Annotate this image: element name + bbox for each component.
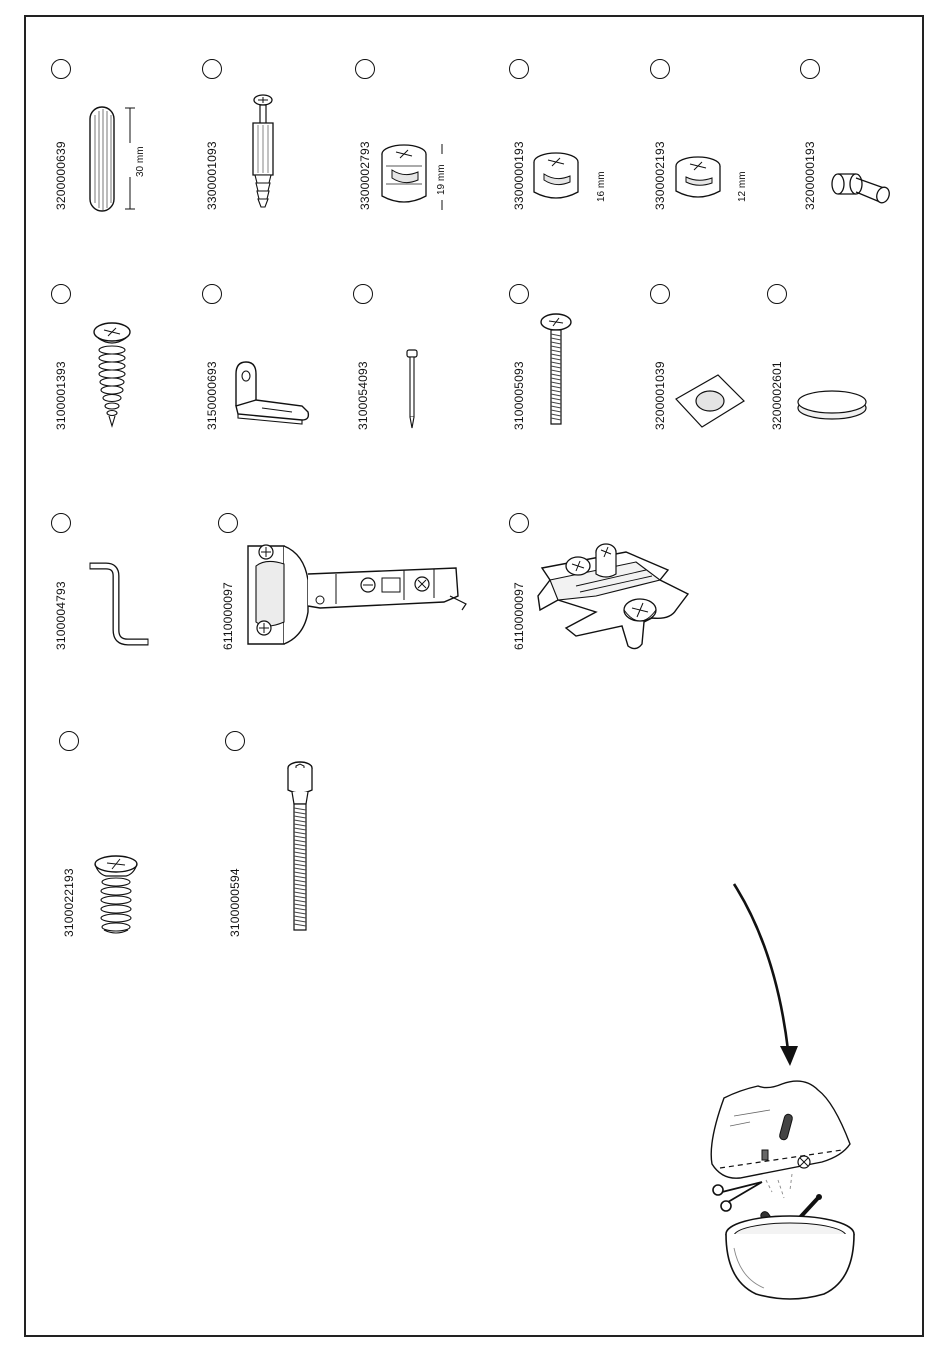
part-code: 3100001393 [55,361,67,430]
part-code: 3200002601 [771,361,783,430]
checkbox-3300000193[interactable] [509,59,529,79]
checkbox-3100001393[interactable] [51,284,71,304]
part-code: 3300002193 [654,141,666,210]
cabinet-hinge-icon [244,540,472,650]
cam-lock-icon [530,150,600,206]
part-code: 6110000097 [513,582,525,650]
checkbox-3100054093[interactable] [353,284,373,304]
adhesive-pad-icon [674,373,746,429]
part-code: 3150000693 [206,361,218,430]
checkbox-3100022193[interactable] [59,731,79,751]
euro-screw-icon [92,854,140,936]
part-code: 6110000097 [222,582,234,650]
dimension-label: 30 mm [136,146,146,177]
felt-pad-icon [796,388,870,422]
part-code: 3100000594 [229,868,241,937]
checkbox-6110000097-hinge[interactable] [218,513,238,533]
checkbox-3150000693[interactable] [202,284,222,304]
part-code: 3200000639 [55,141,67,210]
part-code: 3100004793 [55,581,67,650]
part-code: 3100005093 [513,361,525,430]
checkbox-3300002793[interactable] [355,59,375,79]
checkbox-3200000193[interactable] [800,59,820,79]
checkbox-3200002601[interactable] [767,284,787,304]
wood-screw-icon [90,322,136,428]
checkbox-3100004793[interactable] [51,513,71,533]
checkbox-3200001039[interactable] [650,284,670,304]
long-connector-bolt-icon [284,760,316,936]
part-code: 3100054093 [357,361,369,430]
checkbox-3300002193[interactable] [650,59,670,79]
connector-bolt-icon [245,93,281,213]
shelf-pin-icon [828,170,898,210]
allen-key-icon [86,560,156,654]
machine-bolt-icon [538,312,574,428]
part-code: 3100022193 [63,868,75,937]
part-code: 3300002793 [359,141,371,210]
dimension-label: 12 mm [738,171,748,202]
part-code: 3300000193 [513,141,525,210]
cam-lock-icon [672,155,742,205]
dimension-label: 16 mm [597,171,607,202]
dimension-label: 19 mm [437,164,447,195]
checkbox-6110000097-plate[interactable] [509,513,529,533]
angle-bracket-icon [228,360,312,428]
checkbox-3300001093[interactable] [202,59,222,79]
nail-icon [402,348,422,430]
part-code: 3300001093 [206,141,218,210]
hinge-mounting-plate-icon [536,540,698,658]
checkbox-3100000594[interactable] [225,731,245,751]
part-code: 3200001039 [654,361,666,430]
part-code: 3200000193 [804,141,816,210]
checkbox-3100005093[interactable] [509,284,529,304]
open-bag-into-bowl-icon [700,880,880,1308]
checkbox-3200000639[interactable] [51,59,71,79]
